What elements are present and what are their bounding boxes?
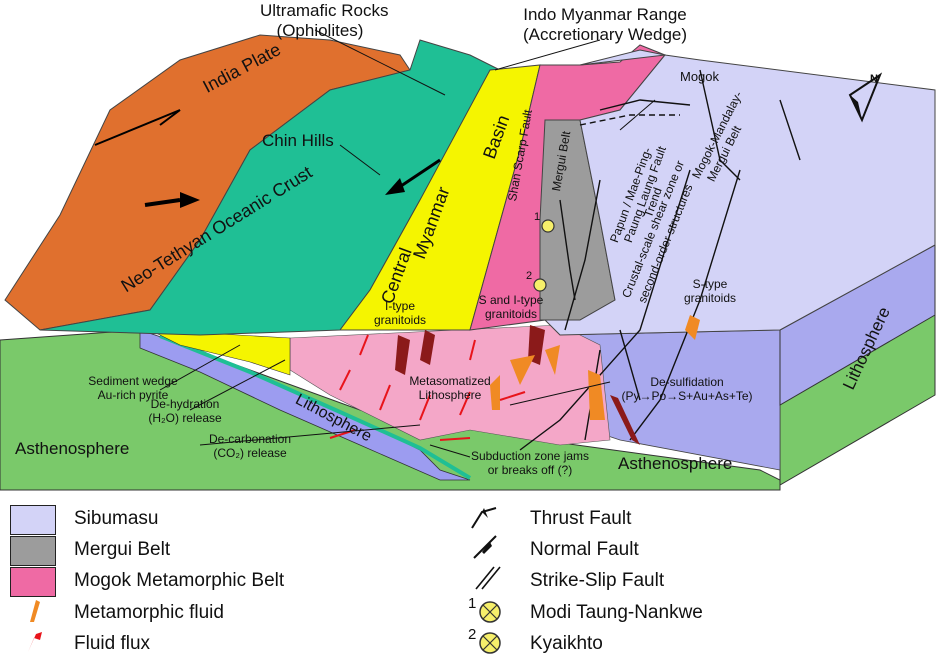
legend-label-normal: Normal Fault (530, 539, 639, 560)
legend-label-mergui: Mergui Belt (74, 539, 171, 560)
sibumasu-top (543, 49, 936, 336)
strike-slip-fault-icon (475, 566, 501, 590)
deposit-2-number: 2 (526, 270, 533, 282)
label-dehydration-1: De-hydration (150, 397, 220, 411)
legend-label-fluid-flux: Fluid flux (74, 633, 151, 654)
label-asthenosphere-right: Asthenosphere (618, 454, 733, 473)
gold-deposit-icon (479, 632, 501, 654)
label-s-i-type-2: granitoids (484, 307, 538, 321)
legend-label-modi-taung: Modi Taung-Nankwe (530, 602, 703, 623)
legend-label-thrust: Thrust Fault (530, 508, 632, 529)
legend-label-kyaikhto: Kyaikhto (530, 633, 603, 654)
gold-deposit-markers (533, 219, 555, 292)
north-label: N (870, 73, 878, 85)
label-s-i-type-1: S and I-type (478, 293, 544, 307)
legend-num-1: 1 (468, 595, 477, 612)
label-subduction-1: Subduction zone jams (470, 449, 590, 463)
label-s-type-2: granitoids (683, 291, 737, 305)
metamorphic-fluid-bodies (490, 315, 700, 420)
fluid-flux-arrow-icon (28, 632, 42, 652)
sediment-wedge (149, 329, 291, 376)
label-asthenosphere-left: Asthenosphere (15, 439, 130, 458)
north-arrow-icon (848, 72, 883, 123)
metamorphic-fluid-icon (30, 600, 40, 622)
legend-num-2: 2 (468, 626, 477, 643)
label-ophiolites: (Ophiolites) (276, 21, 364, 40)
label-mogok: Mogok (680, 69, 720, 84)
label-dehydration-2: (H₂O) release (148, 411, 222, 425)
slab-crust-stripe (159, 334, 472, 480)
label-sediment-2: Au-rich pyrite (97, 388, 169, 402)
plate-motion-arrows (94, 109, 441, 208)
label-decarbonation-1: De-carbonation (208, 432, 292, 446)
label-ultramafic: Ultramafic Rocks (260, 1, 389, 20)
label-subduction-2: or breaks off (?) (487, 463, 573, 477)
legend-swatch-mogok (10, 567, 56, 597)
legend-label-sibumasu: Sibumasu (74, 508, 159, 529)
label-i-type-1: I-type (384, 299, 415, 313)
thrust-fault-icon (471, 507, 497, 529)
fluid-flux-arrows (329, 334, 526, 441)
legend-label-strike-slip: Strike-Slip Fault (530, 570, 665, 591)
gold-deposit-icon (479, 601, 501, 623)
label-indo-myanmar: Indo Myanmar Range (523, 5, 687, 24)
label-desulfidation-2: (Py→Po→S+Au+As+Te) (621, 389, 753, 403)
legend-label-metamorphic-fluid: Metamorphic fluid (74, 602, 224, 623)
label-chin-hills: Chin Hills (262, 131, 334, 150)
leader-lines (159, 29, 656, 458)
legend-swatch-mergui (10, 536, 56, 566)
label-sediment-1: Sediment wedge (88, 374, 178, 388)
label-metasom-1: Metasomatized (409, 374, 491, 388)
legend-label-mogok: Mogok Metamorphic Belt (74, 570, 285, 591)
label-metasom-2: Lithosphere (418, 388, 482, 402)
normal-fault-icon (473, 535, 497, 559)
label-s-type-1: S-type (692, 277, 728, 291)
label-accretionary: (Accretionary Wedge) (522, 25, 688, 44)
label-desulfidation-1: De-sulfidation (650, 375, 724, 389)
granitoid-bodies (395, 325, 640, 445)
label-i-type-2: granitoids (373, 313, 427, 327)
legend-swatch-sibumasu (10, 505, 56, 535)
deposit-1-number: 1 (534, 211, 541, 223)
label-decarbonation-2: (CO₂) release (213, 446, 287, 460)
